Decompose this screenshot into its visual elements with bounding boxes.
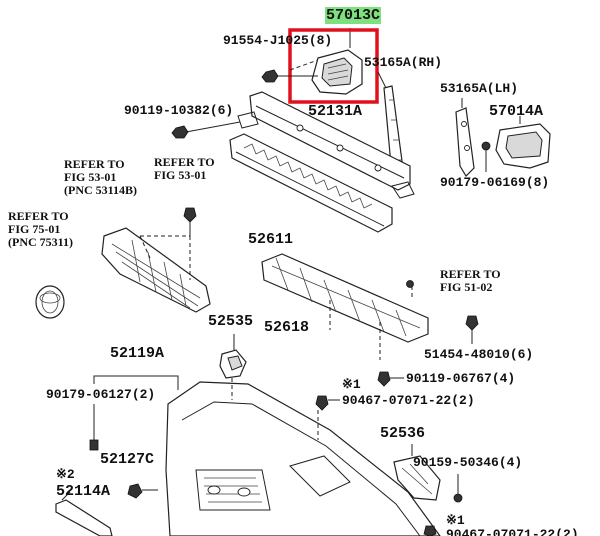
label-51454[interactable]: 51454-48010(6) <box>424 347 534 362</box>
bolt-90119-06767-icon[interactable] <box>377 371 404 387</box>
label-90119-06767[interactable]: 90119-06767(4) <box>406 371 516 386</box>
label-90179-06169[interactable]: 90179-06169(8) <box>440 175 550 190</box>
part-52535-bracket[interactable] <box>219 334 247 379</box>
refer-fig-51-02[interactable]: REFER TO FIG 51-02 <box>440 267 501 294</box>
bolt-91554-icon[interactable] <box>261 59 319 83</box>
refer-fig-53-01-pnc-53114b[interactable]: REFER TO FIG 53-01 (PNC 53114B) <box>64 157 137 197</box>
label-57013c[interactable]: 57013C <box>325 7 382 24</box>
label-90467-a[interactable]: 90467-07071-22(2) <box>342 393 475 408</box>
refer-fig-53-01[interactable]: REFER TO FIG 53-01 <box>154 155 215 182</box>
label-52618[interactable]: 52618 <box>264 319 310 336</box>
label-52535[interactable]: 52535 <box>208 313 254 330</box>
label-52131a[interactable]: 52131A <box>308 103 363 120</box>
bolt-90119-10382-icon[interactable] <box>171 121 241 139</box>
clip-90179-06127-icon[interactable] <box>89 439 99 451</box>
label-91554[interactable]: 91554-J1025(8) <box>223 33 333 48</box>
part-53165a-lh[interactable] <box>455 98 475 177</box>
mark-1-a: ※1 <box>342 377 361 392</box>
label-90467-b[interactable]: 90467-07071-22(2) <box>446 527 579 536</box>
leader-52119a <box>93 375 179 390</box>
label-57013c-text: 57013C <box>325 7 382 24</box>
label-52611[interactable]: 52611 <box>248 231 294 248</box>
label-52119a[interactable]: 52119A <box>110 345 165 362</box>
part-grille-left[interactable] <box>101 227 211 313</box>
mark-2: ※2 <box>56 467 75 482</box>
part-52131a-bumper-reinforcement[interactable] <box>237 91 415 199</box>
bolt-ref-51-02-icon[interactable] <box>406 280 414 288</box>
label-52536[interactable]: 52536 <box>380 425 426 442</box>
clip-51454-icon[interactable] <box>465 315 479 344</box>
refer-fig-75-01-pnc-75311[interactable]: REFER TO FIG 75-01 (PNC 75311) <box>8 209 73 249</box>
label-53165a-lh[interactable]: 53165A(LH) <box>440 81 519 96</box>
clip-90467-b-icon[interactable] <box>423 525 437 536</box>
label-90119-10382[interactable]: 90119-10382(6) <box>124 103 234 118</box>
clip-52127c-icon[interactable] <box>127 483 158 499</box>
part-57014a-bracket[interactable] <box>495 116 551 169</box>
label-52114a[interactable]: 52114A <box>56 483 111 500</box>
label-52127c[interactable]: 52127C <box>100 451 155 468</box>
clip-90467-a-icon[interactable] <box>315 395 340 411</box>
label-90179-06127[interactable]: 90179-06127(2) <box>46 387 156 402</box>
label-53165a-rh[interactable]: 53165A(RH) <box>364 55 443 70</box>
emblem-icon[interactable] <box>35 285 65 319</box>
part-52611-energy-absorber[interactable] <box>229 133 393 233</box>
part-57013c-bracket[interactable] <box>311 28 363 95</box>
clip-grille-icon[interactable] <box>183 207 197 236</box>
bolt-90159-icon[interactable] <box>453 474 463 503</box>
label-57014a[interactable]: 57014A <box>489 103 544 120</box>
part-52536-bracket[interactable] <box>393 444 441 501</box>
part-52618-lower-grille[interactable] <box>261 253 429 360</box>
part-52114a-strip[interactable] <box>55 491 113 536</box>
highlight-callout-box <box>288 28 379 104</box>
bolt-90179-06169-icon[interactable] <box>481 141 491 172</box>
label-90159[interactable]: 90159-50346(4) <box>413 455 523 470</box>
mark-1-b: ※1 <box>446 513 465 528</box>
